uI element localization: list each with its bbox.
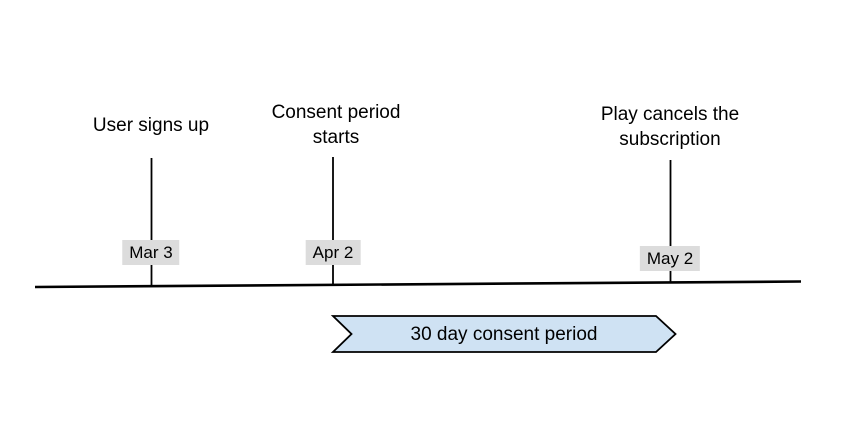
date-chip-may-2: May 2 xyxy=(639,246,701,271)
event-label-play-cancels-subscription: Play cancels the subscription xyxy=(600,104,740,150)
event-label-user-signs-up: User signs up xyxy=(92,115,210,136)
consent-period-banner-shape xyxy=(330,315,677,353)
date-chip-mar-3: Mar 3 xyxy=(122,240,180,265)
consent-period-banner-label: 30 day consent period xyxy=(410,324,598,345)
timeline-axis-line xyxy=(34,280,802,289)
event-label-consent-period-starts: Consent period starts xyxy=(271,102,401,148)
date-chip-apr-2: Apr 2 xyxy=(305,240,361,265)
